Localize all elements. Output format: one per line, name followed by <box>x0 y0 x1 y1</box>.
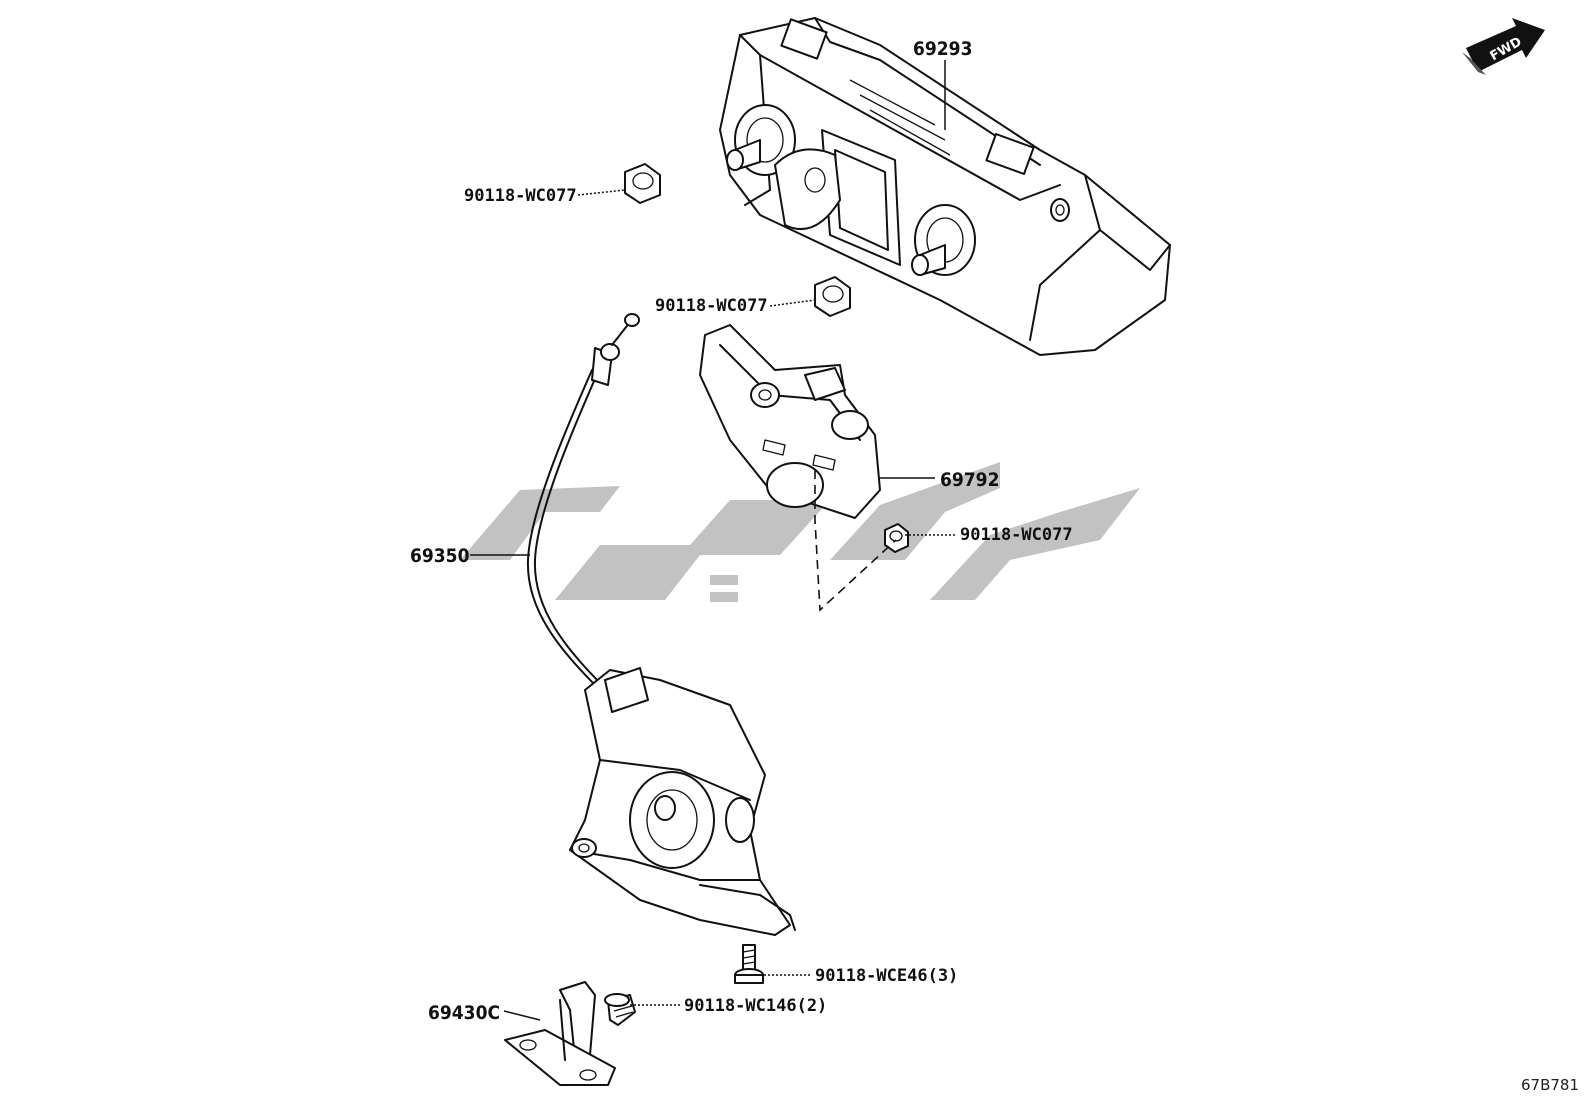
fastener-label-3: 90118-WC077 <box>960 525 1073 545</box>
fastener-label-4: 90118-WCE46(3) <box>815 966 958 986</box>
fastener-label-2: 90118-WC077 <box>655 296 768 316</box>
reference-code: 67B781 <box>1521 1076 1579 1094</box>
fwd-arrow-icon: FWD <box>1462 18 1545 75</box>
part-label-69430c: 69430C <box>428 1002 500 1024</box>
nut-icon-3 <box>884 523 909 553</box>
bolt-icon-1 <box>734 944 764 984</box>
install-guide-lines <box>814 470 897 612</box>
part-label-69350: 69350 <box>410 545 470 567</box>
fastener-label-5: 90118-WC146(2) <box>684 996 827 1016</box>
striker-69430c-drawing <box>504 981 616 1086</box>
nut-icon-1 <box>624 163 661 204</box>
latch-assembly-drawing <box>569 667 796 936</box>
part-label-69792: 69792 <box>940 469 999 491</box>
watermark-logo <box>460 462 1140 602</box>
leader-lines <box>470 60 955 1021</box>
nut-icon-2 <box>814 276 851 317</box>
part-label-69293: 69293 <box>913 38 972 60</box>
screw-icon <box>604 993 636 1026</box>
console-bracket-69293-drawing <box>719 17 1171 356</box>
lever-bracket-69792-drawing <box>699 324 881 519</box>
fastener-label-1: 90118-WC077 <box>464 186 577 206</box>
release-cable-69350-drawing <box>526 313 640 691</box>
